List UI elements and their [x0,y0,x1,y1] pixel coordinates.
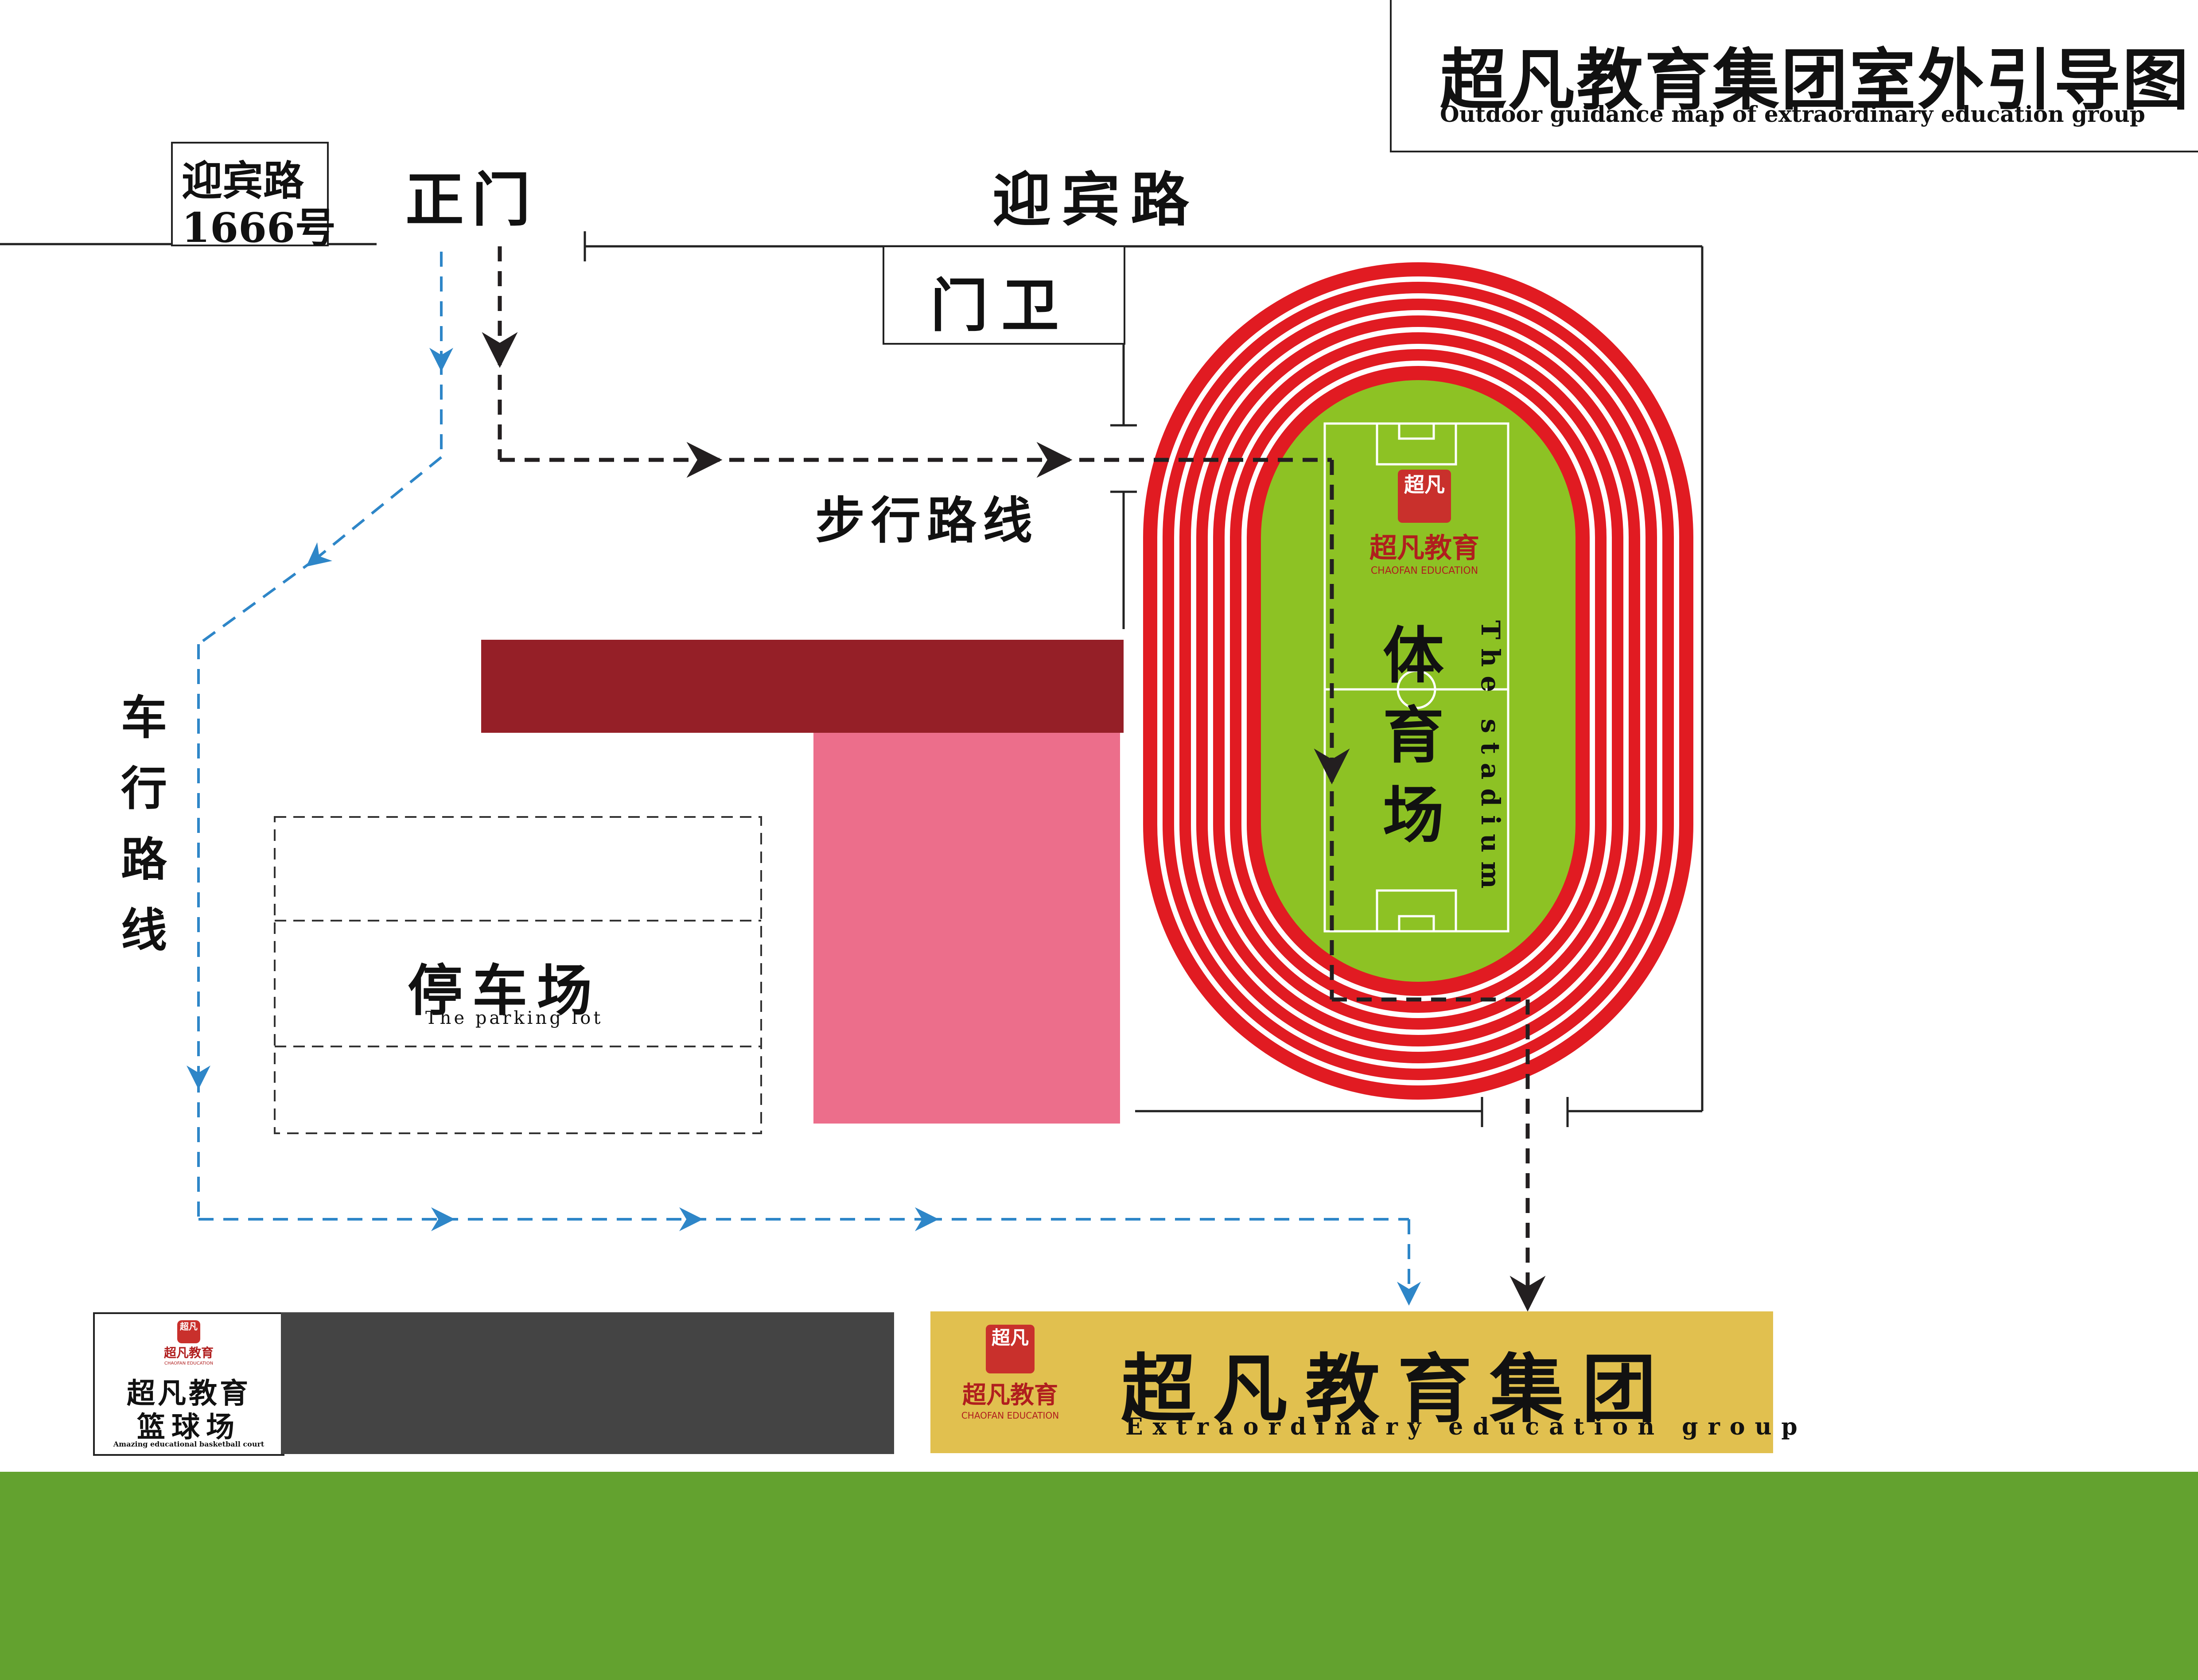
court-label-en: Amazing educational basketball court [113,1440,265,1448]
group-banner: 超凡 超凡教育 CHAOFAN EDUCATION 超凡教育集团 Extraor… [930,1311,1797,1453]
logo-sub: CHAOFAN EDUCATION [961,1410,1059,1421]
logo-sub: CHAOFAN EDUCATION [164,1361,214,1366]
basketball-court-card: 超凡 超凡教育 CHAOFAN EDUCATION 超凡教育 篮球场 Amazi… [93,1312,284,1456]
address-line-1: 迎宾路 [182,157,304,205]
basketball-court [281,1312,894,1454]
football-pitch [1323,422,1509,933]
logo-name: 超凡教育 [962,1381,1058,1409]
driving-route-label: 车行路线 [121,690,167,957]
ground-strip [0,1472,2198,1680]
running-track [1143,262,1693,1100]
parking-lot [274,816,762,1134]
court-label-2: 篮球场 [137,1411,241,1444]
address-line-2: 1666号 [182,204,336,252]
stadium-label: 体育场 [1382,619,1444,851]
court-logo: 超凡 超凡教育 CHAOFAN EDUCATION [95,1320,283,1366]
logo-sub: CHAOFAN EDUCATION [1370,565,1478,576]
building-pink [813,733,1120,1124]
guard-box [883,245,1125,345]
group-name: 超凡教育集团 [1121,1345,1674,1433]
logo-name: 超凡教育 [163,1346,214,1360]
logo-seal-icon: 超凡 [177,1320,200,1343]
logo-name: 超凡教育 [1369,532,1479,564]
logo-seal-icon: 超凡 [986,1325,1035,1373]
walking-route [482,246,1546,1312]
court-label-1: 超凡教育 [127,1377,251,1410]
parking-label: 停车场 [408,959,602,1023]
building-dark [481,640,1124,733]
stadium-logo: 超凡 超凡教育 CHAOFAN EDUCATION [1351,470,1498,603]
map-title: 超凡教育集团室外引导图 [1440,41,2191,119]
walking-route-label: 步行路线 [815,492,1039,550]
group-logo: 超凡 超凡教育 CHAOFAN EDUCATION [957,1325,1063,1421]
road-label: 迎宾路 [992,166,1200,234]
guard-label: 门卫 [930,272,1073,339]
logo-seal-icon: 超凡 [1398,470,1451,523]
stadium-label-en: The stadium [1475,620,1506,898]
road-lines [0,231,1704,1127]
main-gate-label: 正门 [405,166,538,234]
driving-route [187,252,1421,1306]
group-name-en: Extraordinary education group [1125,1413,1807,1440]
address-box [171,142,329,246]
parking-label-en: The parking lot [425,1008,603,1028]
title-box [1390,0,2198,152]
map-subtitle: Outdoor guidance map of extraordinary ed… [1440,101,2145,127]
